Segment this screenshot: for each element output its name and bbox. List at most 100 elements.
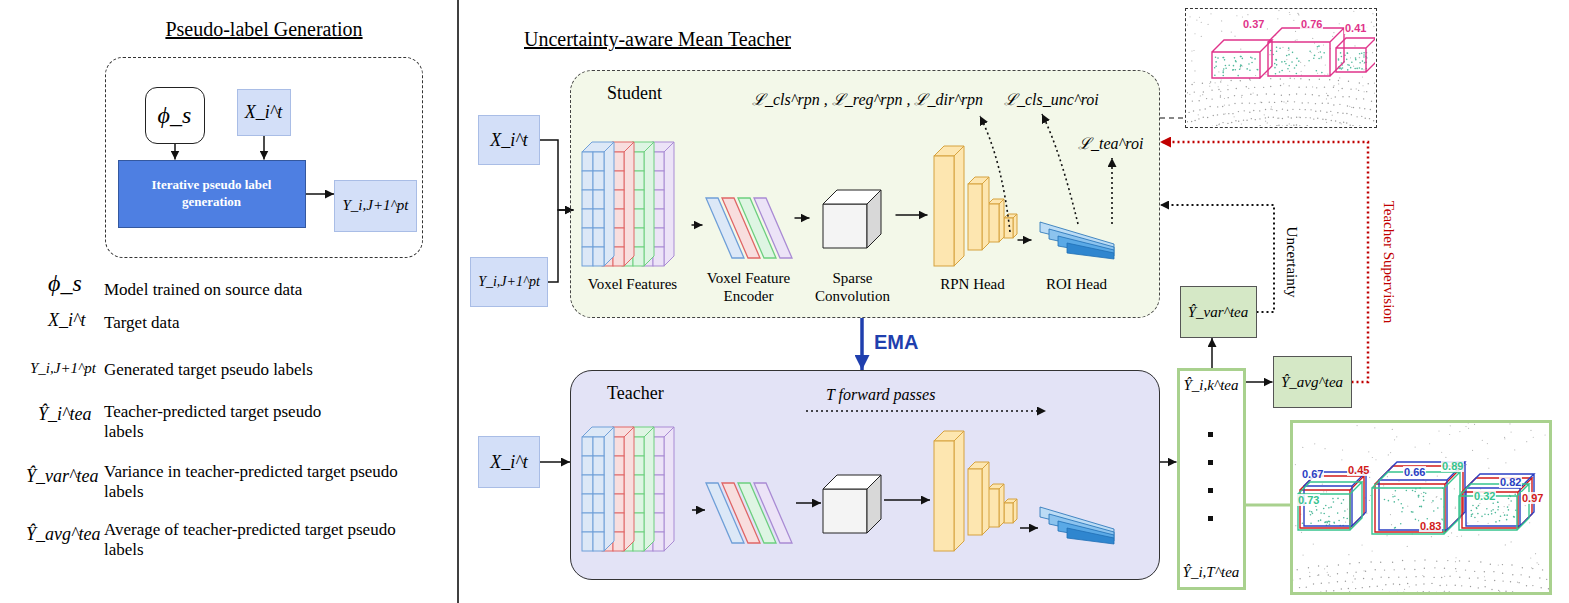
point-cloud-bottom (1480, 561, 1481, 562)
point-cloud-bottom (1479, 503, 1480, 504)
voxel-grid-icon (624, 427, 634, 551)
point-cloud-top (1295, 31, 1296, 32)
point-cloud-top (1339, 23, 1340, 24)
voxel-grid-icon (653, 190, 664, 209)
voxel-grid-icon (593, 152, 604, 171)
voxel-grid-icon (582, 152, 593, 171)
point-cloud-bottom (1393, 501, 1395, 503)
point-cloud-top (1373, 26, 1374, 27)
point-cloud-bottom (1512, 574, 1513, 575)
voxel-grid-icon (653, 437, 664, 456)
model-box: ϕ_s (145, 87, 205, 144)
point-cloud-bottom (1323, 508, 1325, 510)
point-cloud-top (1231, 122, 1232, 123)
point-cloud-top (1291, 117, 1292, 118)
detection-snapshot: 0.370.760.41 (1185, 8, 1377, 128)
point-cloud-top (1329, 79, 1330, 80)
point-cloud-bottom (1526, 441, 1527, 442)
point-cloud-bottom (1510, 432, 1511, 433)
voxel-grid-icon (582, 456, 593, 475)
voxel-grid-icon (582, 142, 614, 152)
point-cloud-top (1241, 103, 1242, 104)
point-cloud-top (1199, 109, 1200, 110)
point-cloud-top (1365, 118, 1366, 119)
voxel-grid-icon (633, 456, 644, 475)
point-cloud-top (1209, 86, 1210, 87)
point-cloud-bottom (1390, 514, 1391, 515)
point-cloud-bottom (1333, 501, 1335, 503)
point-cloud-bottom (1306, 586, 1307, 587)
point-cloud-top (1333, 32, 1334, 33)
point-cloud-top (1348, 64, 1350, 66)
point-cloud-top (1270, 78, 1271, 79)
point-cloud-bottom (1433, 577, 1434, 578)
point-cloud-bottom (1423, 500, 1425, 502)
point-cloud-top (1288, 47, 1290, 49)
rpn-head-icon (934, 431, 964, 441)
point-cloud-bottom (1537, 562, 1538, 563)
point-cloud-bottom (1477, 521, 1478, 522)
symbol-description: Teacher-predicted target pseudo labels (104, 402, 344, 443)
point-cloud-top (1331, 98, 1332, 99)
point-cloud-top (1296, 65, 1298, 67)
rpn-head-icon (988, 204, 999, 242)
voxel-grid-icon (582, 247, 593, 266)
point-cloud-top (1230, 80, 1231, 81)
point-cloud-bottom (1352, 582, 1353, 583)
arrow-connector (263, 136, 265, 160)
point-cloud-bottom (1470, 510, 1472, 512)
point-cloud-top (1281, 94, 1282, 95)
point-cloud-top (1221, 79, 1222, 80)
point-cloud-top (1310, 117, 1311, 118)
point-cloud-top (1219, 123, 1220, 124)
point-cloud-bottom (1444, 591, 1445, 592)
point-cloud-bottom (1495, 512, 1497, 514)
point-cloud-top (1325, 64, 1326, 65)
point-cloud-top (1259, 125, 1260, 126)
point-cloud-top (1299, 117, 1300, 118)
point-cloud-top (1266, 126, 1267, 127)
point-cloud-top (1289, 49, 1290, 50)
point-cloud-bottom (1436, 496, 1437, 497)
point-cloud-top (1236, 88, 1237, 89)
point-cloud-top (1285, 63, 1287, 65)
point-cloud-bottom (1313, 583, 1314, 584)
point-cloud-top (1282, 126, 1283, 127)
point-cloud-bottom (1375, 459, 1376, 460)
point-cloud-top (1359, 62, 1361, 64)
point-cloud-bottom (1382, 589, 1383, 590)
point-cloud-top (1240, 56, 1242, 58)
point-cloud-bottom (1469, 578, 1470, 579)
point-cloud-bottom (1461, 585, 1462, 586)
point-cloud-bottom (1488, 468, 1489, 469)
point-cloud-top (1272, 109, 1273, 110)
point-cloud-bottom (1431, 536, 1432, 537)
student-network-icons (582, 142, 1114, 266)
point-cloud-bottom (1297, 569, 1298, 570)
point-cloud-top (1280, 85, 1281, 86)
point-cloud-bottom (1540, 587, 1541, 588)
point-cloud-bottom (1314, 443, 1315, 444)
point-cloud-top (1338, 90, 1339, 91)
point-cloud-bottom (1337, 573, 1338, 574)
component-caption: ROI Head (1046, 275, 1107, 293)
panel-grounds (570, 8, 1552, 595)
point-cloud-bottom (1328, 507, 1330, 509)
point-cloud-top (1310, 109, 1311, 110)
point-cloud-top (1301, 71, 1302, 72)
point-cloud-top (1223, 113, 1224, 114)
point-cloud-bottom (1398, 576, 1399, 577)
point-cloud-top (1290, 125, 1291, 126)
point-cloud-top (1317, 118, 1318, 119)
point-cloud-bottom (1419, 506, 1421, 508)
point-cloud-bottom (1384, 499, 1386, 501)
voxel-grid-icon (653, 532, 664, 551)
point-cloud-top (1346, 122, 1347, 123)
point-cloud-bottom (1449, 591, 1450, 592)
point-cloud-bottom (1369, 586, 1370, 587)
point-cloud-top (1359, 125, 1360, 126)
point-cloud-top (1273, 126, 1274, 127)
point-cloud-top (1277, 18, 1278, 19)
point-cloud-top (1313, 57, 1315, 59)
point-cloud-top (1207, 117, 1208, 118)
